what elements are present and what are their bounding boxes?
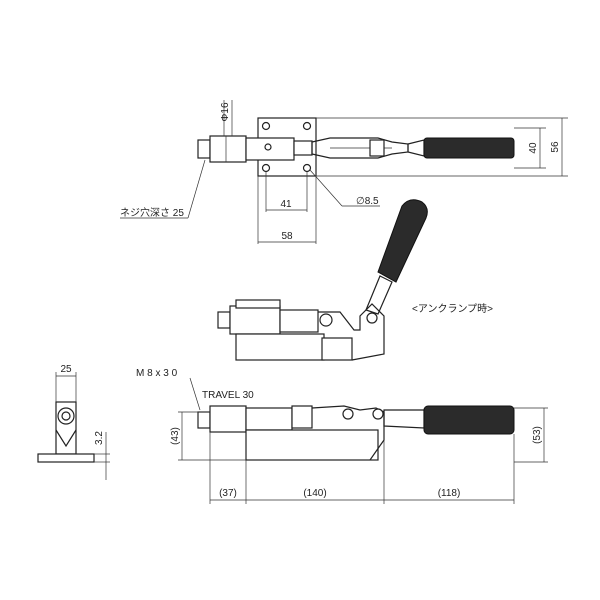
handle-grip — [423, 405, 515, 435]
front-support — [55, 429, 77, 448]
travel-label: TRAVEL 30 — [202, 390, 254, 401]
front-base — [37, 453, 95, 463]
plunger-tip — [197, 411, 211, 429]
unclamp-label: <アンクランプ時> — [412, 303, 493, 315]
pivot — [342, 408, 354, 420]
handle-grip — [423, 137, 515, 159]
plunger-cap — [235, 299, 281, 309]
link-arm — [318, 303, 385, 361]
dim-32-label: 3.2 — [94, 431, 105, 445]
link-block — [293, 140, 313, 156]
plunger-body — [209, 405, 247, 433]
base-body — [245, 429, 379, 461]
joint — [319, 313, 333, 327]
plunger-body — [229, 305, 281, 335]
front-view: 25 3.2 — [37, 364, 110, 480]
handle-grip — [377, 199, 428, 283]
dim-25-label: 25 — [60, 364, 72, 375]
handle-neck — [365, 275, 393, 315]
mount-hole — [302, 121, 312, 131]
dim-43-label: (43) — [170, 427, 181, 445]
unclamped-view: <アンクランプ時> — [217, 199, 493, 361]
dim-140-label: (140) — [303, 488, 326, 499]
handle-neck — [407, 139, 425, 157]
dim-37-label: (37) — [219, 488, 237, 499]
pivot — [366, 312, 378, 324]
mount-hole — [261, 163, 271, 173]
rod-section — [245, 407, 293, 431]
dim-phi85-label: ∅8.5 — [356, 196, 379, 207]
dim-58-label: 58 — [281, 231, 293, 242]
screw-depth-label: ネジ穴深さ 25 — [120, 206, 184, 219]
plunger-tip — [217, 311, 231, 329]
top-view: Φ16 ネジ穴深さ 25 41 58 ∅8.5 40 56 — [120, 100, 568, 244]
link-pin — [369, 139, 385, 157]
dim-56-label: 56 — [550, 141, 561, 153]
dim-41-label: 41 — [280, 199, 292, 210]
link-block — [291, 405, 313, 429]
base-body — [235, 333, 325, 361]
clamped-view: M 8 x 3 0 TRAVEL 30 (43) (53) (37) (140)… — [136, 368, 548, 504]
pivot — [372, 408, 384, 420]
rod-section — [279, 309, 319, 333]
handle-neck — [383, 409, 425, 429]
dim-53-label: (53) — [532, 426, 543, 444]
phi16-label: Φ16 — [220, 102, 231, 122]
mount-hole — [261, 121, 271, 131]
base-right — [321, 337, 353, 361]
plunger-body — [209, 135, 247, 163]
plunger-tip — [197, 139, 211, 159]
pivot-hole — [264, 143, 272, 151]
dim-118-label: (118) — [438, 488, 461, 499]
thread-label: M 8 x 3 0 — [136, 368, 178, 379]
mount-hole — [302, 163, 312, 173]
front-rod-center — [61, 411, 71, 421]
dim-40-label: 40 — [528, 142, 539, 154]
